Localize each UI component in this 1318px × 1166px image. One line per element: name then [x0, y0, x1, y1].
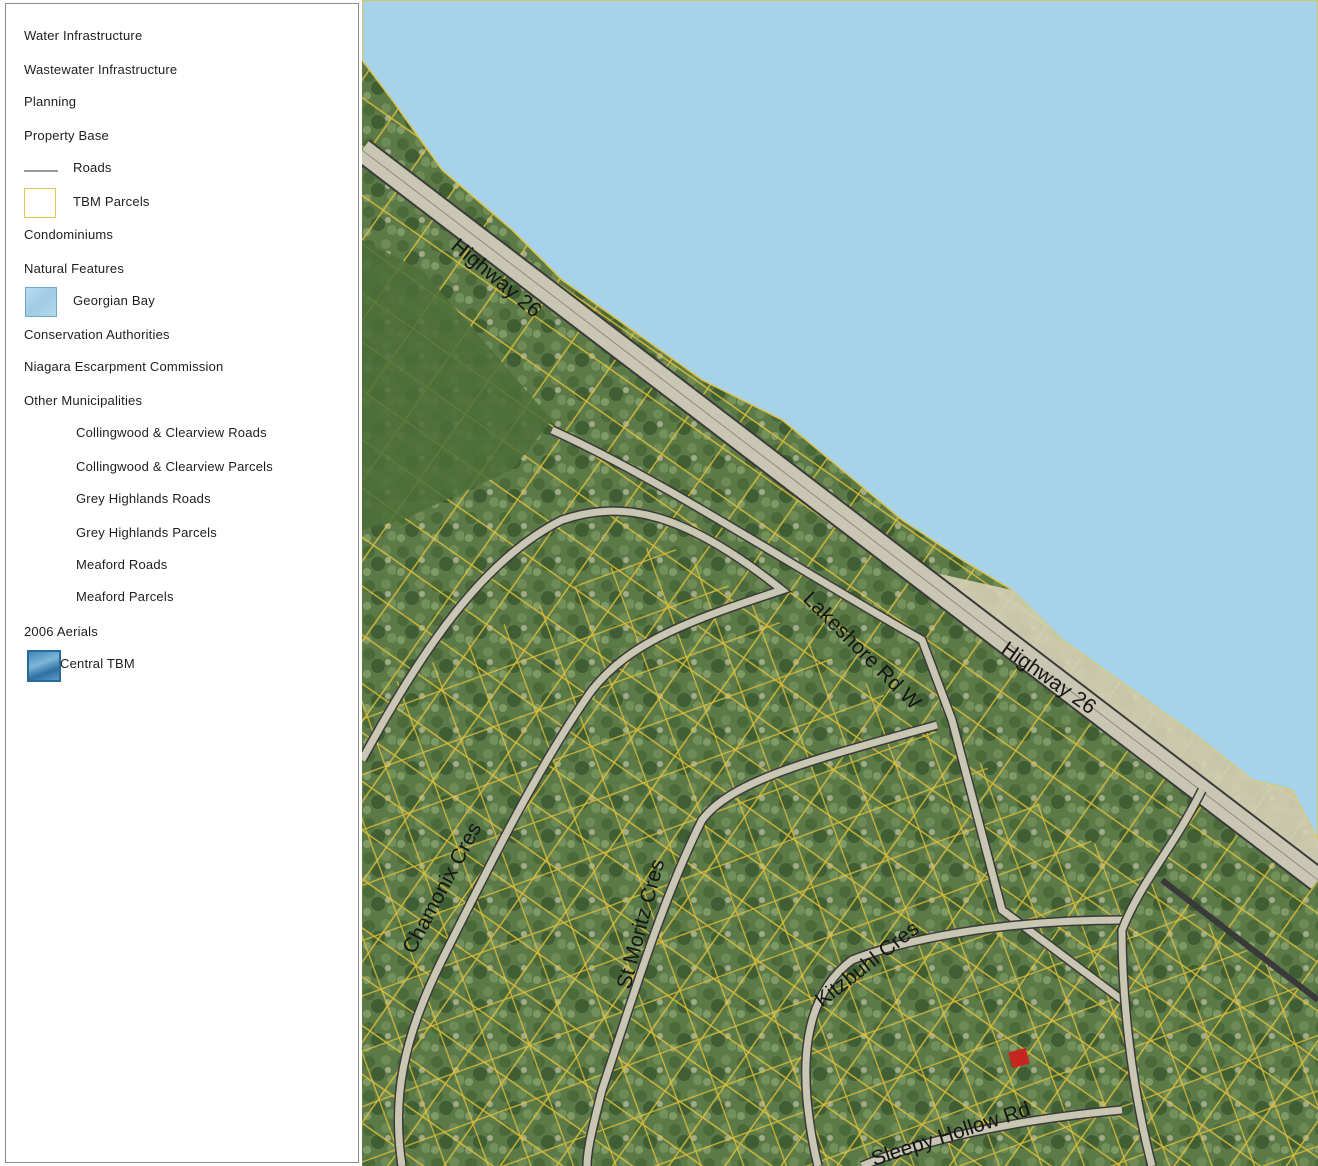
legend-item-water-infrastructure: Water Infrastructure — [24, 28, 143, 43]
parcel-outline-icon — [24, 188, 56, 218]
legend-item-collingwood-clearview-roads: Collingwood & Clearview Roads — [76, 425, 267, 440]
legend-item-collingwood-clearview-parcels: Collingwood & Clearview Parcels — [76, 459, 273, 474]
legend-item-natural-features: Natural Features — [24, 261, 125, 276]
sleepy-hollow-rd-road[interactable] — [860, 1106, 1123, 1166]
legend-item-planning: Planning — [24, 94, 77, 109]
roads-line-icon — [24, 170, 58, 172]
parcel-grid-south — [362, 540, 1318, 1166]
legend-item-wastewater-infrastructure: Wastewater Infrastructure — [24, 62, 178, 77]
aerial-map[interactable]: Highway 26 Highway 26 Lakeshore Rd W Cha… — [362, 0, 1318, 1166]
legend-item-meaford-roads: Meaford Roads — [76, 557, 168, 572]
lakeshore-rd-road[interactable] — [550, 426, 1125, 1003]
legend-item-central-tbm: Central TBM — [60, 656, 135, 671]
map-canvas[interactable]: Highway 26 Highway 26 Lakeshore Rd W Cha… — [362, 0, 1318, 1166]
connector-road[interactable] — [1118, 788, 1206, 1166]
legend-item-niagara-escarpment-commission: Niagara Escarpment Commission — [24, 359, 224, 374]
aerial-image-icon — [27, 650, 61, 682]
forest-area — [362, 240, 552, 530]
highway-26-centerline — [362, 149, 1318, 881]
legend-item-roads: Roads — [73, 160, 112, 175]
legend-item-2006-aerials: 2006 Aerials — [24, 624, 98, 639]
side-road-east — [1160, 877, 1318, 1003]
legend-item-grey-highlands-parcels: Grey Highlands Parcels — [76, 525, 217, 540]
legend-item-tbm-parcels: TBM Parcels — [73, 194, 150, 209]
legend-item-georgian-bay: Georgian Bay — [73, 293, 155, 308]
chamonix-cres-road[interactable] — [362, 507, 790, 1166]
legend-item-conservation-authorities: Conservation Authorities — [24, 327, 170, 342]
legend-item-grey-highlands-roads: Grey Highlands Roads — [76, 491, 211, 506]
red-roof-building — [1008, 1047, 1030, 1069]
kitzbuhl-cres-road[interactable] — [802, 916, 1123, 1166]
legend-item-condominiums: Condominiums — [24, 227, 114, 242]
st-moritz-cres-road[interactable] — [583, 721, 938, 1166]
water-fill-icon — [25, 287, 57, 317]
legend-item-other-municipalities: Other Municipalities — [24, 393, 143, 408]
legend-item-meaford-parcels: Meaford Parcels — [76, 589, 174, 604]
legend-item-property-base: Property Base — [24, 128, 109, 143]
